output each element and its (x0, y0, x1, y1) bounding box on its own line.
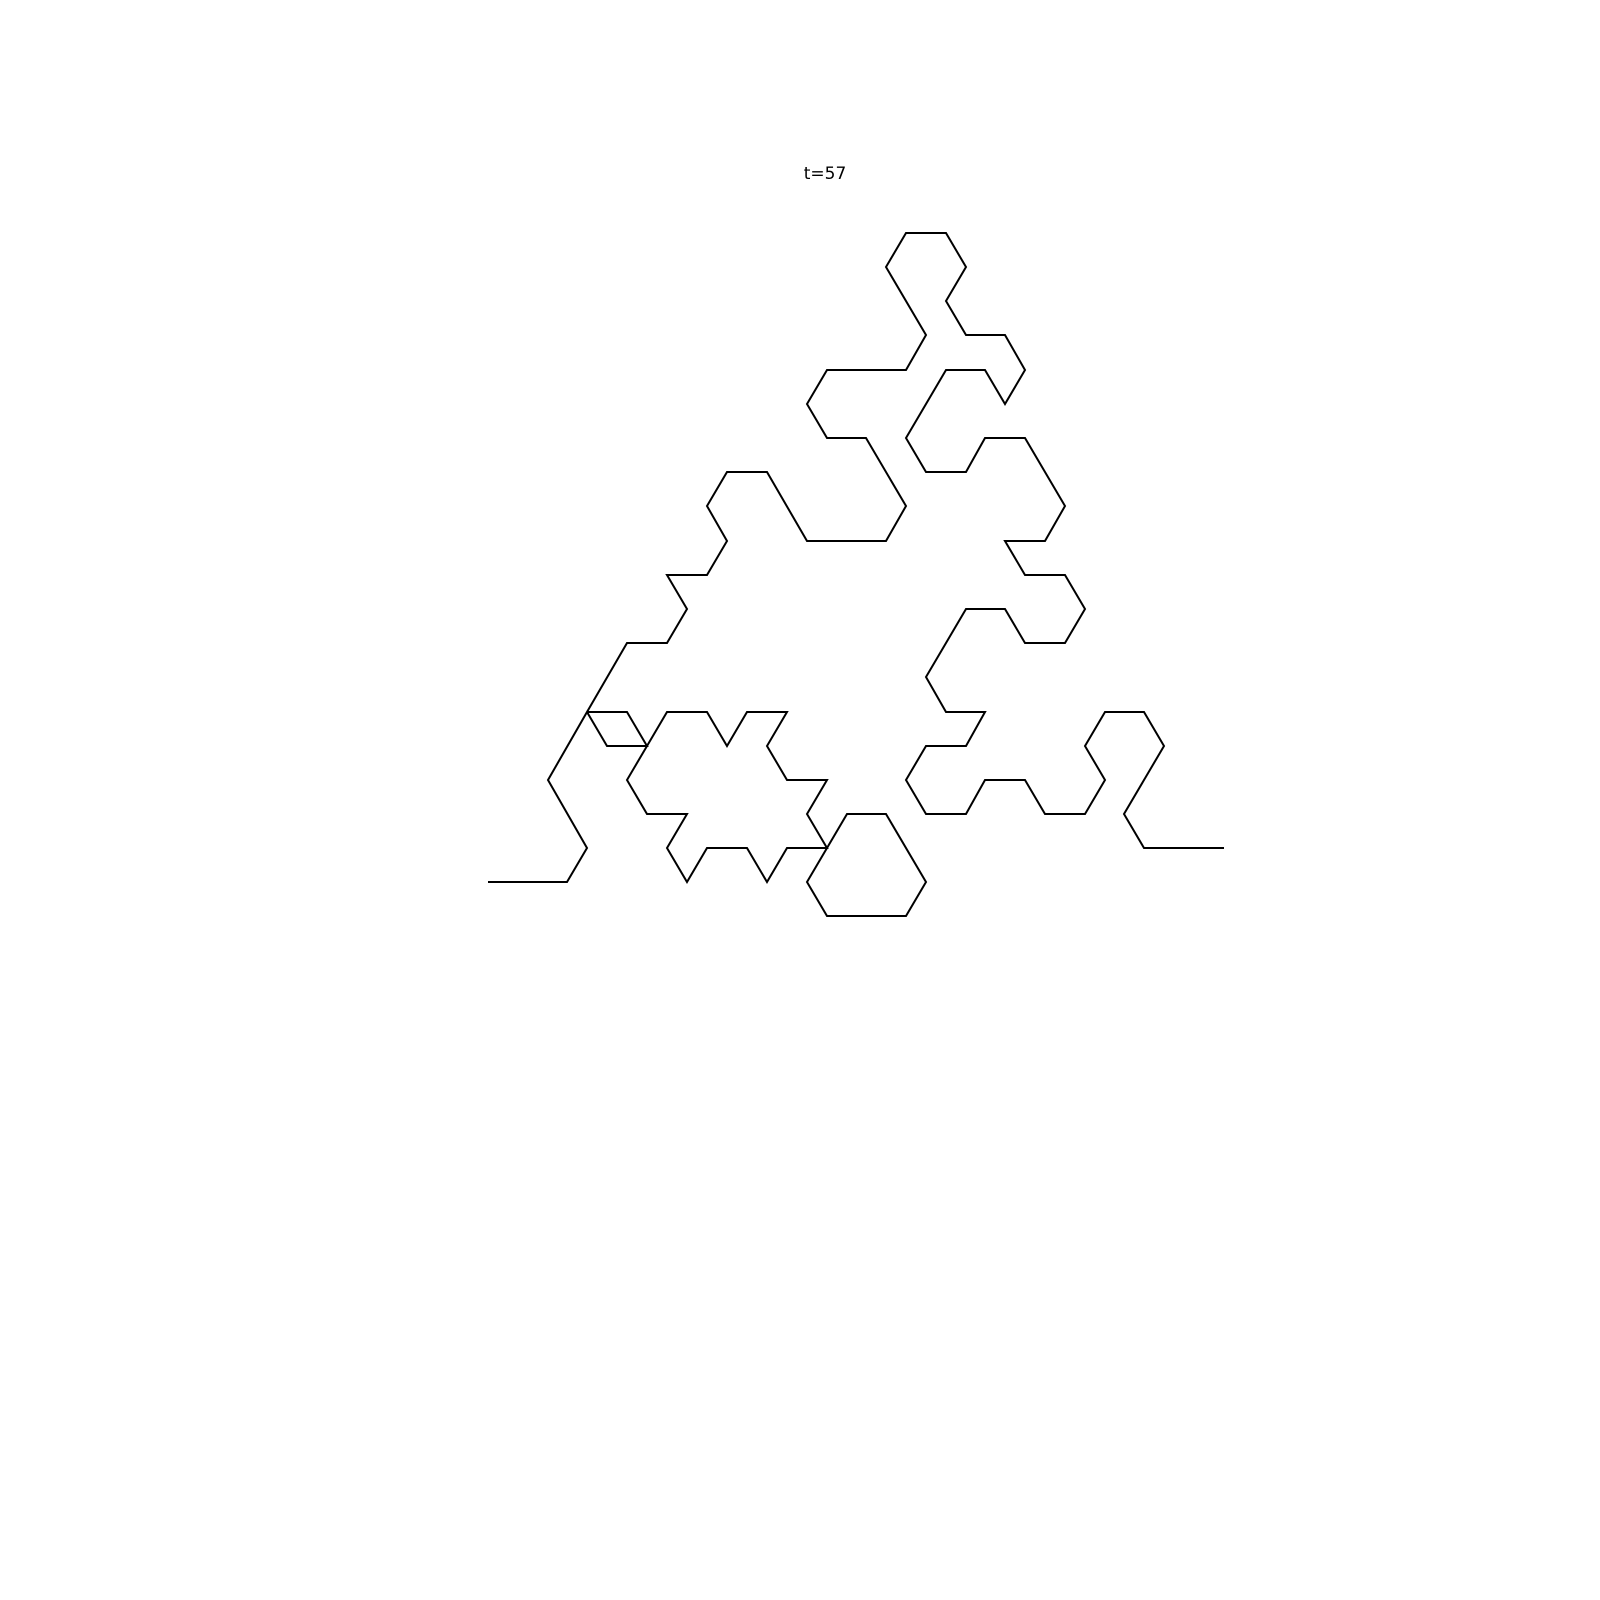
figure-title: t=57 (803, 164, 847, 184)
hexagon-path (805, 813, 928, 917)
curve-path (488, 232, 1224, 883)
loop-path (625, 711, 829, 884)
